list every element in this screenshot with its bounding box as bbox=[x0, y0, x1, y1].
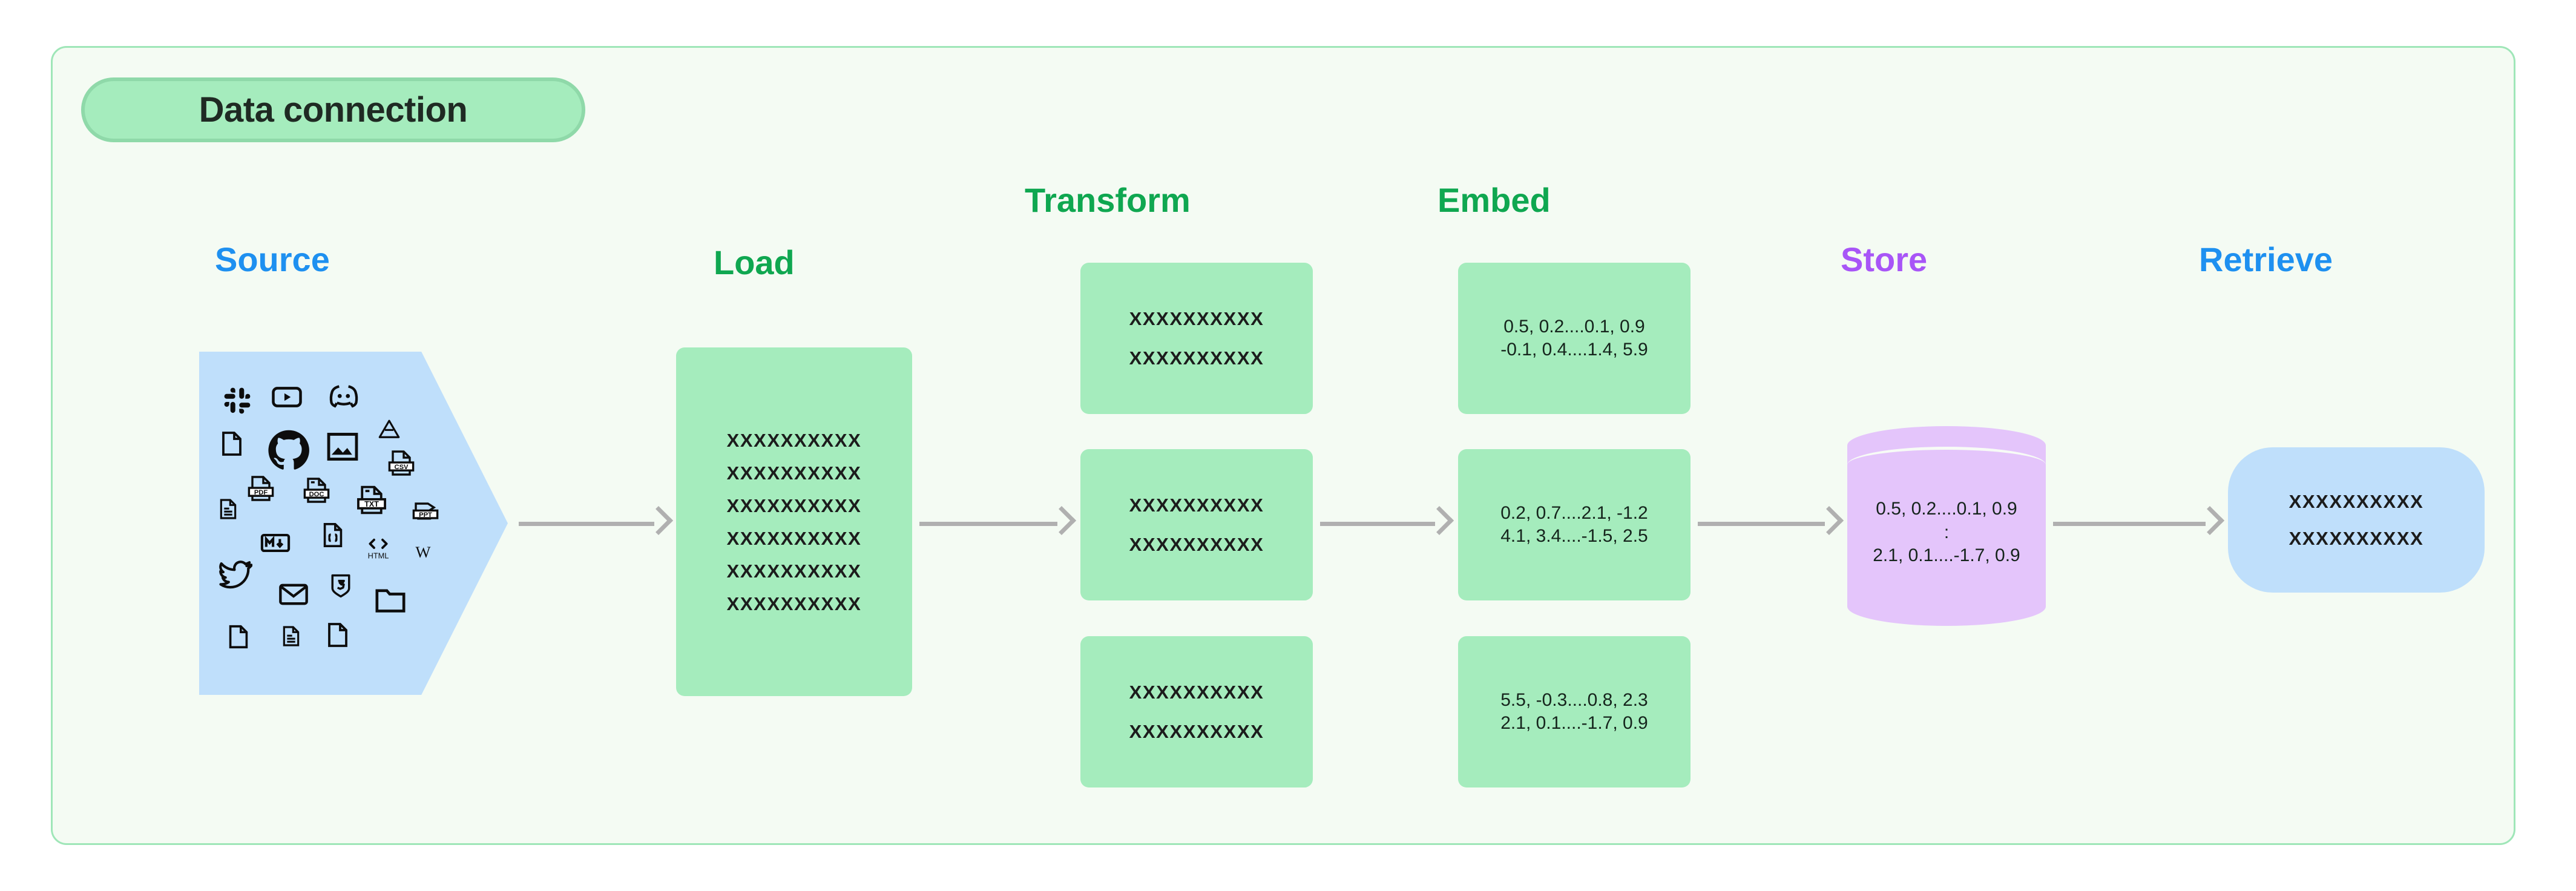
arrow-embed-store bbox=[1698, 505, 1844, 542]
store-line: 2.1, 0.1....-1.7, 0.9 bbox=[1873, 545, 2020, 566]
arrow-shaft bbox=[2053, 522, 2206, 526]
heading-embed: Embed bbox=[1438, 181, 1551, 219]
arrow-head bbox=[643, 505, 674, 536]
diagram-panel: Data connection Source Load Transform Em… bbox=[51, 46, 2515, 845]
embed-box: 0.2, 0.7....2.1, -1.2 4.1, 3.4....-1.5, … bbox=[1458, 449, 1690, 600]
transform-line: XXXXXXXXXX bbox=[1129, 308, 1264, 329]
arrow-load-transform bbox=[919, 505, 1077, 542]
load-line: XXXXXXXXXX bbox=[726, 527, 862, 549]
folder-icon bbox=[373, 583, 407, 617]
csv-file-icon: CSV bbox=[387, 449, 416, 478]
load-line: XXXXXXXXXX bbox=[726, 462, 862, 484]
data-connection-badge: Data connection bbox=[81, 77, 585, 142]
file-blank-icon bbox=[217, 429, 246, 458]
transform-line: XXXXXXXXXX bbox=[1129, 495, 1264, 516]
embed-box: 5.5, -0.3....0.8, 2.3 2.1, 0.1....-1.7, … bbox=[1458, 636, 1690, 787]
file-blank-icon-3 bbox=[323, 620, 352, 649]
embed-line: 5.5, -0.3....0.8, 2.3 bbox=[1500, 689, 1648, 710]
retrieve-box: XXXXXXXXXX XXXXXXXXXX bbox=[2228, 447, 2485, 593]
embed-line: 2.1, 0.1....-1.7, 0.9 bbox=[1500, 713, 1648, 733]
transform-box: XXXXXXXXXX XXXXXXXXXX bbox=[1080, 449, 1313, 600]
document-lines-icon-2 bbox=[279, 624, 303, 648]
arrow-head bbox=[1046, 505, 1077, 536]
load-box: XXXXXXXXXX XXXXXXXXXX XXXXXXXXXX XXXXXXX… bbox=[676, 347, 912, 696]
email-icon bbox=[278, 579, 309, 610]
embed-line: 0.5, 0.2....0.1, 0.9 bbox=[1503, 316, 1645, 337]
store-text-group: 0.5, 0.2....0.1, 0.9 : 2.1, 0.1....-1.7,… bbox=[1847, 426, 2046, 626]
heading-retrieve: Retrieve bbox=[2199, 240, 2333, 278]
transform-box: XXXXXXXXXX XXXXXXXXXX bbox=[1080, 636, 1313, 787]
arrow-transform-embed bbox=[1320, 505, 1454, 542]
image-icon bbox=[325, 429, 360, 464]
load-line: XXXXXXXXXX bbox=[726, 495, 862, 516]
svg-text:DOC: DOC bbox=[309, 491, 324, 498]
ppt-file-icon: PPT bbox=[411, 496, 440, 525]
youtube-icon bbox=[271, 381, 303, 413]
embed-line: -0.1, 0.4....1.4, 5.9 bbox=[1500, 340, 1648, 360]
pdf-file-icon: PDF bbox=[246, 474, 275, 503]
github-icon bbox=[266, 427, 312, 473]
arrow-shaft bbox=[519, 522, 654, 526]
html-icon: HTML bbox=[363, 533, 394, 562]
document-lines-icon bbox=[216, 497, 240, 521]
svg-text:PDF: PDF bbox=[254, 489, 268, 496]
markdown-icon bbox=[260, 527, 291, 559]
txt-file-icon: TXT bbox=[355, 484, 388, 516]
heading-load: Load bbox=[714, 243, 795, 281]
doc-file-icon: DOC bbox=[302, 476, 331, 505]
arrow-source-load bbox=[519, 505, 674, 542]
arrow-head bbox=[1814, 505, 1844, 536]
arrow-shaft bbox=[1320, 522, 1435, 526]
store-line: 0.5, 0.2....0.1, 0.9 bbox=[1876, 499, 2017, 519]
file-blank-icon-2 bbox=[225, 623, 252, 651]
transform-line: XXXXXXXXXX bbox=[1129, 534, 1264, 555]
discord-icon bbox=[327, 381, 360, 413]
store-cylinder: 0.5, 0.2....0.1, 0.9 : 2.1, 0.1....-1.7,… bbox=[1847, 426, 2046, 626]
transform-line: XXXXXXXXXX bbox=[1129, 682, 1264, 703]
svg-text:W: W bbox=[415, 543, 431, 561]
cylinder-seam bbox=[1847, 447, 2046, 483]
embed-box: 0.5, 0.2....0.1, 0.9 -0.1, 0.4....1.4, 5… bbox=[1458, 263, 1690, 414]
heading-store: Store bbox=[1841, 240, 1928, 278]
heading-source: Source bbox=[215, 240, 330, 278]
arrow-shaft bbox=[1698, 522, 1825, 526]
css3-icon bbox=[327, 573, 354, 599]
arrow-store-retrieve bbox=[2053, 505, 2225, 542]
arrow-shaft bbox=[919, 522, 1057, 526]
retrieve-line: XXXXXXXXXX bbox=[2288, 528, 2424, 549]
embed-line: 0.2, 0.7....2.1, -1.2 bbox=[1500, 502, 1648, 523]
twitter-icon bbox=[218, 557, 252, 591]
transform-line: XXXXXXXXXX bbox=[1129, 721, 1264, 742]
source-icon-grid: CSV PDF DOC bbox=[199, 352, 508, 695]
slack-icon bbox=[223, 387, 251, 415]
svg-text:PPT: PPT bbox=[419, 511, 432, 519]
svg-text:TXT: TXT bbox=[364, 500, 379, 508]
google-drive-icon bbox=[376, 417, 402, 442]
embed-line: 4.1, 3.4....-1.5, 2.5 bbox=[1500, 526, 1648, 546]
svg-text:CSV: CSV bbox=[394, 464, 409, 471]
data-connection-label: Data connection bbox=[199, 90, 468, 130]
load-line: XXXXXXXXXX bbox=[726, 429, 862, 451]
heading-transform: Transform bbox=[1025, 181, 1191, 219]
wikipedia-icon: W bbox=[411, 539, 435, 564]
svg-text:HTML: HTML bbox=[368, 551, 389, 561]
arrow-head bbox=[2195, 505, 2225, 536]
load-line: XXXXXXXXXX bbox=[726, 593, 862, 614]
arrow-head bbox=[1424, 505, 1454, 536]
store-ellipsis: : bbox=[1944, 522, 1950, 542]
transform-box: XXXXXXXXXX XXXXXXXXXX bbox=[1080, 263, 1313, 414]
load-line: XXXXXXXXXX bbox=[726, 560, 862, 582]
transform-line: XXXXXXXXXX bbox=[1129, 347, 1264, 369]
retrieve-line: XXXXXXXXXX bbox=[2288, 491, 2424, 512]
json-file-icon bbox=[319, 521, 347, 549]
